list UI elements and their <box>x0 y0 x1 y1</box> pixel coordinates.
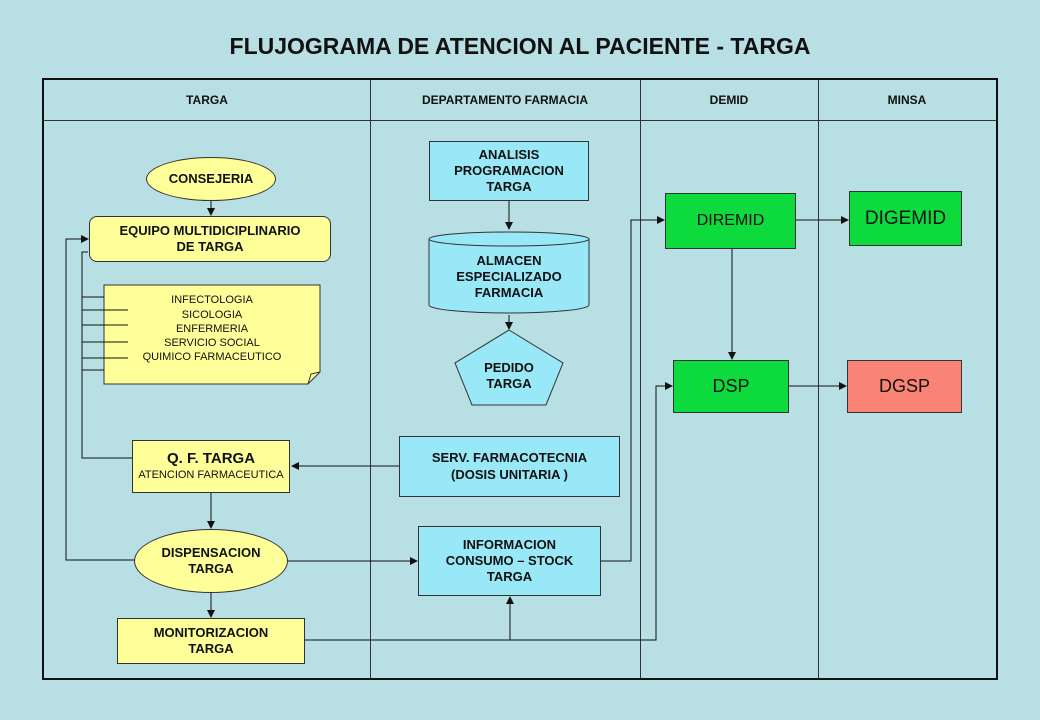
informacion-label-line1: INFORMACION <box>462 536 557 552</box>
analisis-label-line1: ANALISIS <box>478 146 540 162</box>
diremid-node: DIREMID <box>665 193 796 249</box>
monitorizacion-node: MONITORIZACION TARGA <box>117 618 305 664</box>
almacen-label: ALMACEN ESPECIALIZADO FARMACIA <box>429 248 589 306</box>
note-fold <box>307 371 321 385</box>
consejeria-label: CONSEJERIA <box>168 170 254 186</box>
especialidad-item: INFECTOLOGIA <box>171 294 253 307</box>
equipo-label-line1: EQUIPO MULTIDICIPLINARIO <box>119 222 301 238</box>
almacen-label-line3: FARMACIA <box>474 285 544 301</box>
informacion-label-line3: TARGA <box>486 569 533 585</box>
especialidades-list: INFECTOLOGIA SICOLOGIA ENFERMERIA SERVIC… <box>104 288 320 370</box>
analisis-label-line3: TARGA <box>486 179 532 195</box>
dsp-label: DSP <box>712 376 750 397</box>
pedido-label-line1: PEDIDO <box>484 359 534 375</box>
dispensacion-label-line1: DISPENSACION <box>161 544 261 560</box>
qf-subtitle: ATENCION FARMACEUTICA <box>138 469 284 481</box>
lane-divider <box>818 80 819 678</box>
informacion-node: INFORMACION CONSUMO – STOCK TARGA <box>418 526 601 596</box>
equipo-multidisciplinario-node: EQUIPO MULTIDICIPLINARIO DE TARGA <box>89 216 331 262</box>
pedido-label: PEDIDO TARGA <box>455 356 563 396</box>
qf-title: Q. F. TARGA <box>166 450 256 468</box>
almacen-label-line2: ESPECIALIZADO <box>456 268 562 284</box>
digemid-node: DIGEMID <box>849 191 962 246</box>
monitorizacion-label-line1: MONITORIZACION <box>153 624 269 640</box>
dispensacion-node: DISPENSACION TARGA <box>134 529 288 593</box>
header-divider <box>44 120 996 121</box>
monitorizacion-label-line2: TARGA <box>188 641 234 656</box>
analisis-node: ANALISIS PROGRAMACION TARGA <box>429 141 589 201</box>
especialidad-item: SICOLOGIA <box>181 308 243 321</box>
pedido-pentagon <box>454 329 564 406</box>
dispensacion-label-line2: TARGA <box>188 561 234 576</box>
lane-header-demid: DEMID <box>709 93 749 107</box>
lane-divider <box>370 80 371 678</box>
dsp-node: DSP <box>673 360 789 413</box>
arrow-loop-equipo <box>65 235 136 561</box>
qf-targa-node: Q. F. TARGA ATENCION FARMACEUTICA <box>132 440 290 493</box>
flowchart-frame <box>42 78 998 680</box>
dgsp-node: DGSP <box>847 360 962 413</box>
arrow-informacion-diremid <box>601 216 665 562</box>
dgsp-label: DGSP <box>878 376 930 397</box>
almacen-label-line1: ALMACEN <box>476 252 542 268</box>
serv-label-line2: (DOSIS UNITARIA ) <box>451 466 568 482</box>
lane-header-minsa: MINSA <box>887 93 927 107</box>
lane-divider <box>640 80 641 678</box>
consejeria-node: CONSEJERIA <box>146 157 276 201</box>
serv-farmacotecnia-node: SERV. FARMACOTECNIA (DOSIS UNITARIA ) <box>399 436 620 497</box>
especialidad-item: QUIMICO FARMACEUTICO <box>142 351 282 364</box>
line-qf-especialidades <box>81 251 132 459</box>
analisis-label-line2: PROGRAMACION <box>454 162 564 178</box>
diremid-label: DIREMID <box>696 212 765 229</box>
page-title: FLUJOGRAMA DE ATENCION AL PACIENTE - TAR… <box>229 33 811 59</box>
especialidades-note <box>103 284 321 385</box>
equipo-label-line2: DE TARGA <box>176 239 244 254</box>
digemid-label: DIGEMID <box>864 207 947 229</box>
arrow-monitorizacion-informacion <box>305 596 514 641</box>
especialidad-item: SERVICIO SOCIAL <box>164 337 260 350</box>
lane-header-targa: TARGA <box>186 93 228 107</box>
serv-label-line1: SERV. FARMACOTECNIA <box>431 450 588 466</box>
pedido-label-line2: TARGA <box>486 376 532 391</box>
informacion-label-line2: CONSUMO – STOCK <box>445 552 574 568</box>
arrow-monitorizacion-dsp <box>510 382 673 641</box>
especialidad-item: ENFERMERIA <box>175 322 249 335</box>
almacen-cylinder <box>428 231 590 314</box>
lane-header-farmacia: DEPARTAMENTO FARMACIA <box>422 93 588 107</box>
